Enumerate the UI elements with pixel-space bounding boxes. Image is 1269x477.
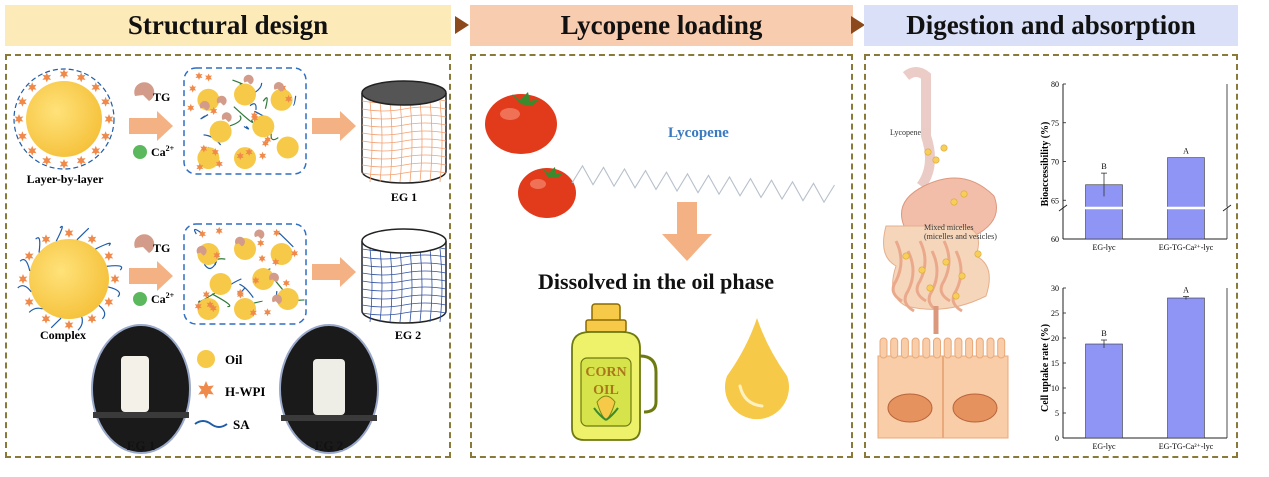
tg-label: TG xyxy=(153,90,170,104)
digestive-tract-illustration xyxy=(883,67,997,334)
flow-arrow-icon xyxy=(455,16,469,34)
network-box-2 xyxy=(183,223,307,325)
chart2-ytick-label: 20 xyxy=(1051,334,1059,343)
tg-enzyme-icon xyxy=(134,82,155,101)
eg1-photo xyxy=(91,324,191,454)
tg-enzyme-icon xyxy=(134,234,155,253)
chart1-ytick-label: 75 xyxy=(1051,119,1059,128)
header-structural-design: Structural design xyxy=(5,5,451,46)
complex-droplet xyxy=(17,225,123,331)
chart1-break-mark xyxy=(1058,204,1232,212)
tomato-icon xyxy=(485,92,557,154)
chart2-ytick-label: 30 xyxy=(1051,284,1059,293)
eg2-photo xyxy=(279,324,379,454)
process-arrow-icon xyxy=(129,111,173,141)
chart1-category-label: EG-TG-Ca²⁺-lyc xyxy=(1159,243,1214,252)
chart2-ytick-label: 10 xyxy=(1051,384,1059,393)
panel-structural-design: Layer-by-layer TG Ca2+ EG 1 Complex TG C… xyxy=(5,54,451,458)
chart2-ytick-label: 5 xyxy=(1055,409,1059,418)
tomato-icon xyxy=(518,167,576,218)
process-arrow-icon xyxy=(129,261,173,291)
chart2-bar xyxy=(1085,343,1123,439)
chart1-ytick-label: 80 xyxy=(1051,80,1059,89)
chart2-letter: A xyxy=(1183,286,1189,295)
legend-hwpi: H-WPI xyxy=(225,384,265,399)
lycopene-label: Lycopene xyxy=(668,125,729,141)
eg2-cylinder-icon xyxy=(361,228,447,324)
oil-drop-icon xyxy=(725,318,789,420)
legend-oil: Oil xyxy=(225,352,243,367)
chart1-ytick-label: 60 xyxy=(1051,235,1059,244)
legend-oil-icon xyxy=(197,350,215,368)
dissolved-text: Dissolved in the oil phase xyxy=(538,269,774,294)
micelles-sublabel: (micelles and vesicles) xyxy=(924,232,997,241)
ca-label: Ca2+ xyxy=(151,291,175,306)
tg-label: TG xyxy=(153,241,170,255)
lycopene-small-label: Lycopene xyxy=(890,128,922,137)
gel-network-1 xyxy=(187,72,299,172)
network-box-1 xyxy=(183,67,307,175)
micelles-label: Mixed micelles xyxy=(924,223,974,232)
corn-oil-bottle-icon xyxy=(571,303,658,441)
chart2-ytick-label: 15 xyxy=(1051,359,1059,368)
digestion-diagram: Lycopene Mixed micelles (micelles and ve… xyxy=(877,67,1234,452)
oil-label: OIL xyxy=(593,383,619,398)
calcium-icon xyxy=(133,145,147,159)
legend-hwpi-icon xyxy=(198,381,214,399)
chart1-ytick-label: 65 xyxy=(1051,196,1059,205)
header-digestion-absorption: Digestion and absorption xyxy=(864,5,1238,46)
chart2-bar xyxy=(1167,297,1205,439)
chart1-ylabel: Bioaccessibility (%) xyxy=(1040,122,1051,207)
bioaccessibility-chart: Bioaccessibility (%) 60 65 70 75 80B EG-lyc A E… xyxy=(1030,80,1234,252)
chart2-category-label: EG-TG-Ca²⁺-lyc xyxy=(1159,442,1214,451)
layer-by-layer-label: Layer-by-layer xyxy=(27,172,105,186)
chart1-letter: B xyxy=(1101,162,1106,171)
loading-diagram: Lycopene Dissolved in the oil phase CORN… xyxy=(485,92,835,441)
eg1-label: EG 1 xyxy=(391,190,417,204)
complex-label: Complex xyxy=(40,328,86,342)
corn-label: CORN xyxy=(585,365,626,380)
layer-by-layer-droplet xyxy=(13,68,115,170)
legend-sa-icon xyxy=(194,420,228,428)
intestinal-cells-illustration xyxy=(877,337,1009,439)
chart1-bar xyxy=(1167,157,1205,240)
flow-arrow-icon xyxy=(851,16,865,34)
eg1-cylinder-icon xyxy=(361,80,447,184)
structural-diagram: Layer-by-layer TG Ca2+ EG 1 Complex TG C… xyxy=(13,67,447,454)
process-arrow-icon xyxy=(312,111,356,141)
lycopene-molecule xyxy=(571,164,835,204)
chart2-ytick-label: 25 xyxy=(1051,309,1059,318)
gel-network-2 xyxy=(194,226,305,320)
eg2-label: EG 2 xyxy=(395,328,421,342)
chart1-letter: A xyxy=(1183,147,1189,156)
chart1-category-label: EG-lyc xyxy=(1092,243,1116,252)
chart2-ylabel: Cell uptake rate (%) xyxy=(1040,324,1051,412)
chart2-ytick-label: 0 xyxy=(1055,434,1059,443)
process-arrow-icon xyxy=(312,257,356,287)
calcium-icon xyxy=(133,292,147,306)
panel-digestion-absorption: Lycopene Mixed micelles (micelles and ve… xyxy=(864,54,1238,458)
photo-eg2-label: EG 2 xyxy=(315,438,344,453)
ca-label: Ca2+ xyxy=(151,144,175,159)
chart2-letter: B xyxy=(1101,329,1106,338)
photo-eg1-label: EG 1 xyxy=(127,438,156,453)
chart1-ytick-label: 70 xyxy=(1051,158,1059,167)
legend-sa: SA xyxy=(233,417,250,432)
down-arrow-icon xyxy=(662,202,712,261)
cell-uptake-chart: Cell uptake rate (%) 0 5 10 15 20 25 30B EG-lyc… xyxy=(1030,284,1234,452)
chart2-category-label: EG-lyc xyxy=(1092,442,1116,451)
header-lycopene-loading: Lycopene loading xyxy=(470,5,853,46)
panel-lycopene-loading: Lycopene Dissolved in the oil phase CORN… xyxy=(470,54,853,458)
